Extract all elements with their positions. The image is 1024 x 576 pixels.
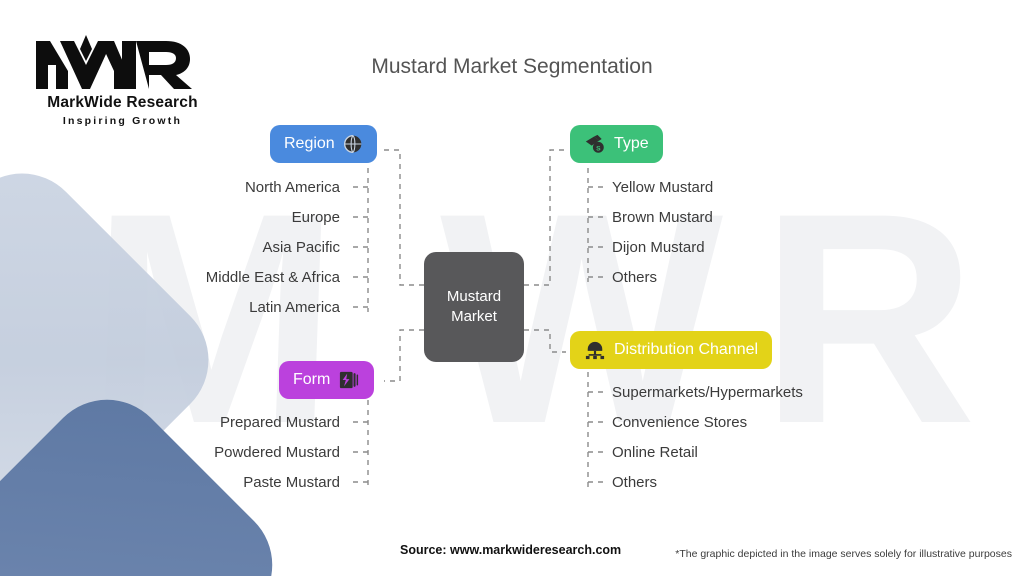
mwr-logo-icon	[36, 35, 192, 89]
leaf-type-0: Yellow Mustard	[612, 179, 714, 196]
globe-icon	[343, 134, 363, 154]
leaf-type-2: Dijon Mustard	[612, 239, 705, 256]
brand-name: MarkWide Research	[47, 94, 198, 111]
leaf-distribution-2: Online Retail	[612, 444, 698, 461]
leaf-form-0: Prepared Mustard	[219, 414, 340, 431]
branch-badge-form[interactable]: Form	[279, 361, 375, 399]
disclaimer-note: *The graphic depicted in the image serve…	[675, 548, 1012, 560]
branch-badge-distribution-channel[interactable]: Distribution Channel	[570, 331, 773, 369]
leaf-form-2: Paste Mustard	[243, 474, 340, 491]
money-icon: S	[584, 134, 606, 154]
leaf-type-1: Brown Mustard	[612, 209, 713, 226]
distribution-network-icon	[584, 340, 606, 360]
branch-label-distribution-channel: Distribution Channel	[614, 341, 759, 358]
leaf-type-3: Others	[612, 269, 658, 286]
leaf-distribution-1: Convenience Stores	[612, 414, 748, 431]
layers-icon	[338, 370, 360, 390]
center-node-line2: Market	[451, 308, 497, 325]
leaf-distribution-0: Supermarkets/Hypermarkets	[612, 384, 803, 401]
brand-logo: MarkWide Research Inspiring Growth	[30, 31, 215, 127]
branch-badge-type[interactable]: S Type	[570, 125, 663, 163]
leaf-form-1: Powdered Mustard	[214, 444, 340, 461]
leaf-region-1: Europe	[291, 209, 340, 226]
source-label: Source: www.markwideresearch.com	[400, 543, 622, 557]
branch-label-region: Region	[284, 135, 335, 152]
leaf-region-0: North America	[244, 179, 340, 196]
svg-text:S: S	[596, 145, 601, 152]
branch-badge-region[interactable]: Region	[270, 125, 377, 163]
leaf-region-3: Middle East & Africa	[205, 269, 340, 286]
center-node: Mustard Market	[424, 252, 524, 362]
leaf-region-2: Asia Pacific	[262, 239, 340, 256]
branch-label-form: Form	[293, 371, 331, 388]
branch-label-type: Type	[614, 135, 649, 152]
leaf-distribution-3: Others	[612, 474, 658, 491]
center-node-line1: Mustard	[446, 287, 502, 305]
page-title: Mustard Market Segmentation	[371, 55, 653, 78]
brand-tagline: Inspiring Growth	[62, 115, 183, 127]
leaf-region-4: Latin America	[249, 299, 340, 316]
